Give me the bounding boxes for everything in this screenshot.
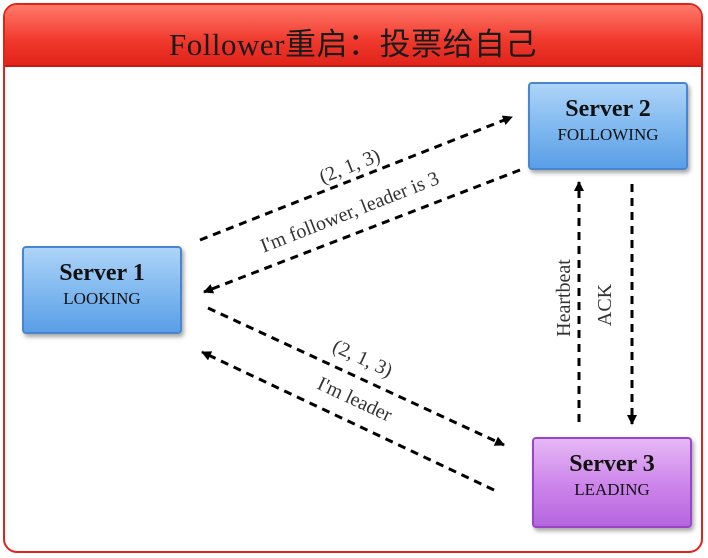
- server1-state: LOOKING: [63, 289, 141, 308]
- vote-to-server3-arrow: [207, 306, 505, 447]
- server3-node: Server 3 LEADING: [532, 437, 692, 528]
- heartbeat-label: Heartbeat: [553, 259, 575, 337]
- server2-name: Server 2: [565, 96, 651, 122]
- reply-from-server2-arrow: [203, 168, 521, 294]
- server3-name: Server 3: [569, 451, 655, 477]
- server3-state: LEADING: [574, 480, 650, 499]
- server1-name: Server 1: [59, 260, 145, 286]
- ack-label: ACK: [594, 283, 616, 326]
- server1-node: Server 1 LOOKING: [22, 246, 182, 334]
- reply-from-server3-arrow: [201, 350, 495, 492]
- vote-to-server3-label: (2, 1, 3): [329, 335, 396, 382]
- reply-from-server3-label: I'm leader: [314, 373, 396, 427]
- server2-node: Server 2 FOLLOWING: [528, 82, 688, 170]
- title-bar: Follower重启：投票给自己: [5, 5, 701, 67]
- server2-state: FOLLOWING: [557, 125, 659, 144]
- diagram-title: Follower重启：投票给自己: [169, 27, 537, 62]
